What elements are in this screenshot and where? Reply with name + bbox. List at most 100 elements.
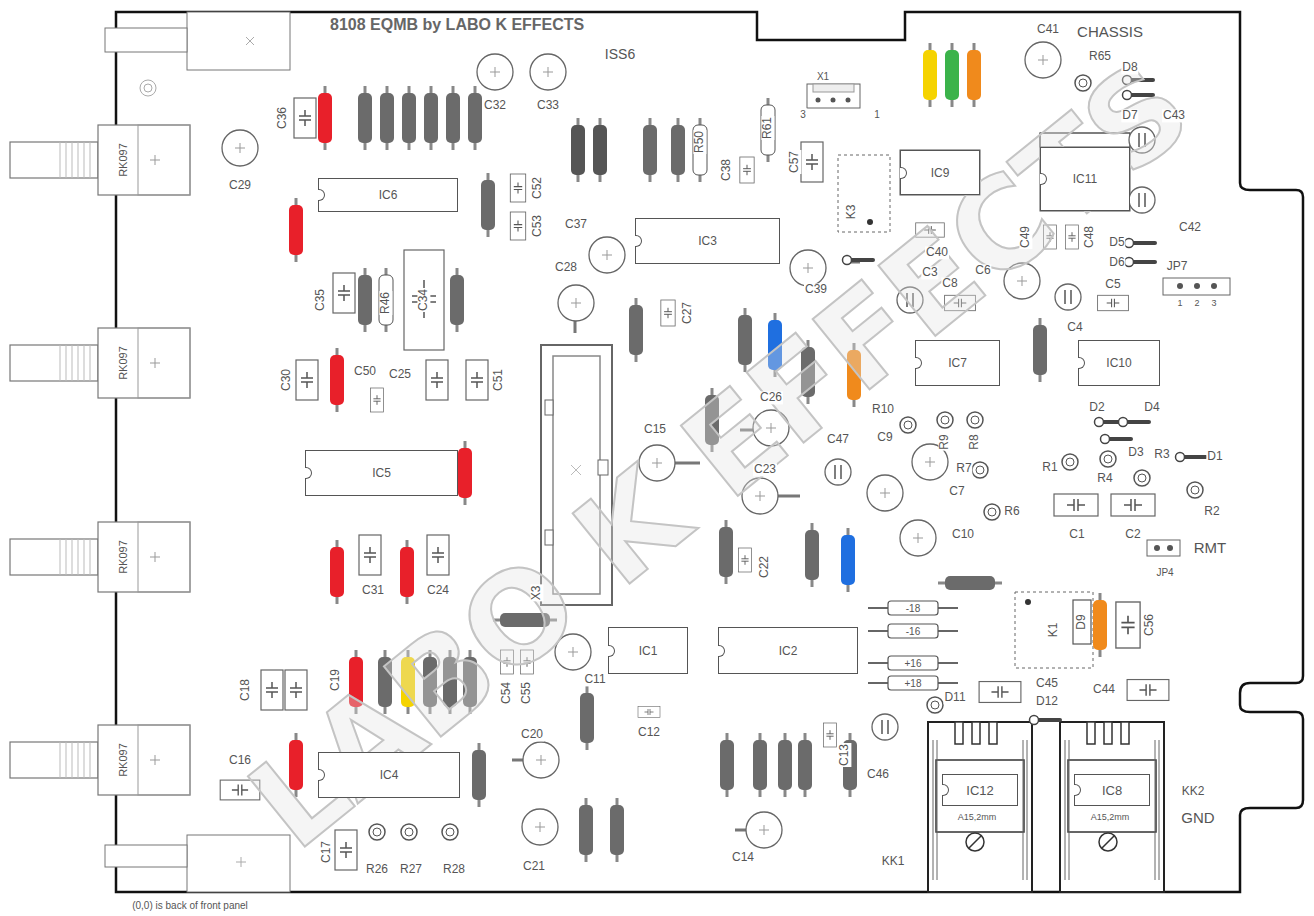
part-label: 3 [799, 109, 807, 120]
ic-package: IC7 [915, 340, 1000, 386]
part-label: R61 [761, 116, 774, 140]
ic-package: IC5 [305, 450, 458, 496]
part-label: C35 [314, 288, 327, 312]
part-label: C20 [520, 728, 544, 741]
ic-label: IC3 [698, 234, 717, 248]
ic-package: IC12 [942, 774, 1018, 806]
part-label: GND [1180, 810, 1215, 827]
part-label: C57 [788, 150, 801, 174]
part-label: +16 [904, 658, 923, 669]
part-label: D5 [1108, 236, 1125, 249]
part-label: K1 [1047, 622, 1060, 639]
part-label: C47 [826, 433, 850, 446]
part-label: R2 [1203, 505, 1220, 518]
ic-package: IC8 [1074, 774, 1150, 806]
ic-package: IC2 [718, 627, 858, 674]
part-label: C2 [1124, 528, 1141, 541]
part-label: C14 [731, 851, 755, 864]
ic-package: IC4 [318, 752, 460, 798]
part-label: C42 [1178, 221, 1202, 234]
part-label: KK1 [881, 855, 906, 868]
part-label: C53 [531, 214, 544, 238]
part-label: C41 [1036, 23, 1060, 36]
part-label: C48 [1083, 225, 1096, 249]
part-label: 1 [873, 109, 881, 120]
part-label: C40 [925, 246, 949, 259]
part-label: D12 [1035, 695, 1059, 708]
ic-package: IC10 [1078, 340, 1160, 386]
ic-label: IC4 [380, 768, 399, 782]
part-label: C50 [353, 365, 377, 378]
part-label: C32 [483, 99, 507, 112]
ic-notch [1040, 173, 1047, 185]
ic-label: IC12 [966, 783, 993, 798]
part-label: C49 [1019, 225, 1032, 249]
part-label: C33 [536, 99, 560, 112]
ic-notch [1078, 357, 1085, 369]
part-label: R7 [955, 462, 972, 475]
ic-label: IC1 [639, 644, 658, 658]
part-label: C16 [228, 754, 252, 767]
ic-notch [915, 357, 922, 369]
part-label: C38 [720, 158, 733, 182]
part-label: C10 [951, 528, 975, 541]
part-label: C29 [228, 179, 252, 192]
part-label: 3 [1210, 299, 1217, 309]
part-label: C54 [500, 681, 513, 705]
part-label: C5 [1104, 278, 1121, 291]
part-label: D7 [1121, 109, 1138, 122]
part-label: A15,2mm [957, 813, 998, 823]
part-label: C23 [753, 463, 777, 476]
part-label: JP7 [1166, 260, 1189, 273]
ic-notch [900, 167, 907, 179]
ic-package: IC9 [900, 150, 980, 195]
ic-label: IC5 [372, 466, 391, 480]
part-label: -18 [905, 603, 921, 614]
part-label: ISS6 [604, 47, 636, 62]
part-label: X1 [816, 71, 830, 82]
part-label: D2 [1088, 401, 1105, 414]
ic-notch [718, 645, 725, 657]
part-label: CHASSIS [1076, 24, 1144, 41]
ic-notch [608, 645, 615, 657]
part-label: R1 [1041, 461, 1058, 474]
part-label: D9 [1075, 613, 1088, 630]
part-label: 2 [1193, 299, 1200, 309]
part-label: C17 [320, 840, 333, 864]
part-label: C19 [329, 668, 342, 692]
ic-label: IC9 [931, 166, 950, 180]
part-label: C52 [531, 176, 544, 200]
part-label: C43 [1162, 109, 1186, 122]
part-label: C24 [426, 584, 450, 597]
ic-label: IC2 [779, 644, 798, 658]
part-label: -16 [905, 626, 921, 637]
ic-notch [318, 769, 325, 781]
ic-label: IC11 [1073, 172, 1097, 186]
part-label: R8 [968, 433, 981, 450]
ic-notch [1074, 784, 1081, 796]
ic-notch [942, 784, 949, 796]
part-label: R6 [1003, 505, 1020, 518]
part-label: D11 [943, 691, 966, 704]
part-label: D3 [1127, 446, 1144, 459]
part-label: 1 [1176, 299, 1183, 309]
part-label: JP4 [1155, 567, 1174, 578]
part-label: C46 [866, 768, 890, 781]
part-label: RK097 [117, 345, 129, 381]
ic-notch [635, 235, 642, 247]
part-label: C22 [758, 555, 771, 579]
part-label: C37 [564, 218, 588, 231]
part-label: C39 [804, 283, 828, 296]
part-label: C36 [276, 106, 289, 130]
part-label: K3 [845, 204, 858, 221]
part-label: KK2 [1181, 785, 1206, 798]
ic-package: IC11 [1040, 147, 1130, 211]
ic-label: IC8 [1102, 783, 1122, 798]
part-label: C28 [554, 261, 578, 274]
part-label: C3 [921, 266, 938, 279]
part-label: X3 [530, 585, 543, 602]
part-label: D4 [1143, 401, 1160, 414]
part-label: C56 [1143, 613, 1156, 637]
part-label: C11 [583, 673, 606, 686]
part-label: C8 [941, 277, 958, 290]
